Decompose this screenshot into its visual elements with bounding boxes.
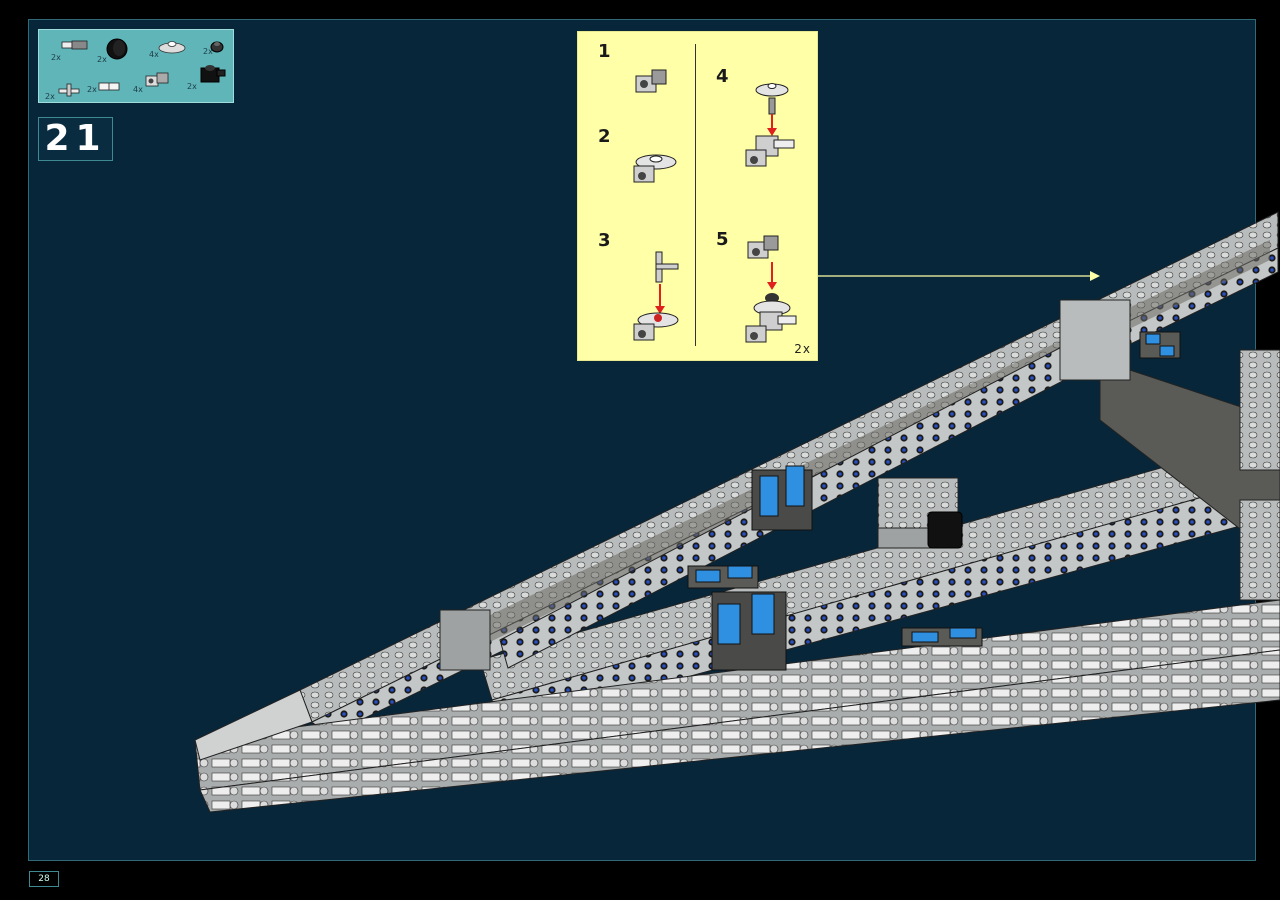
pin-connector-icon (145, 72, 169, 87)
part-qty: 2x (51, 53, 61, 62)
part-qty: 2x (45, 92, 55, 101)
right-column (1239, 349, 1280, 471)
final-subassembly-icon (745, 235, 797, 343)
blue-connector-top (1139, 331, 1181, 359)
pin-connector-icon (635, 69, 667, 93)
round-brick-icon (210, 41, 224, 53)
blue-connector-upper (751, 465, 813, 531)
right-strut (1099, 359, 1280, 561)
dish-plate-icon (158, 41, 186, 54)
double-pin-icon (98, 82, 120, 91)
bar-holder-icon (58, 83, 80, 97)
tip-brick (194, 689, 313, 761)
bar-holder-insert-icon (633, 251, 679, 341)
dish-on-connector-icon (633, 154, 677, 183)
page-number: 28 (29, 871, 59, 887)
blue-connector-middle (711, 591, 787, 671)
callout-arrow (818, 271, 1100, 281)
subassembly-panel: 1 2 3 4 5 (577, 31, 818, 361)
subassembly-divider (695, 44, 696, 346)
black-bracket-icon (200, 65, 226, 83)
step-number-box: 21 (38, 117, 113, 161)
tire-icon (106, 38, 128, 60)
right-column-lower (1239, 499, 1280, 601)
left-joint (439, 609, 491, 671)
part-qty: 2x (187, 82, 197, 91)
substep-number: 1 (598, 41, 611, 62)
part-qty: 4x (133, 85, 143, 94)
blue-connector-small (687, 565, 759, 589)
substep-number: 4 (716, 66, 729, 87)
part-qty: 4x (149, 50, 159, 59)
part-qty: 2x (97, 55, 107, 64)
axle-pin-icon (61, 40, 88, 50)
black-bracket (927, 511, 963, 549)
substep-number: 5 (716, 229, 729, 250)
upper-joint (1059, 299, 1131, 381)
subassembly-multiplier: 2x (794, 342, 811, 356)
step-number: 21 (44, 118, 107, 159)
substep-number: 3 (598, 230, 611, 251)
parts-list-panel: 2x 2x 4x 2x 2x 2x 4x 2x (38, 29, 234, 103)
assembly-join-icon (745, 83, 795, 167)
part-qty: 2x (203, 47, 213, 56)
lower-frame-side (199, 649, 1280, 813)
part-qty: 2x (87, 85, 97, 94)
blue-connector-lower (901, 627, 983, 647)
lower-frame (194, 599, 1280, 791)
substep-number: 2 (598, 126, 611, 147)
